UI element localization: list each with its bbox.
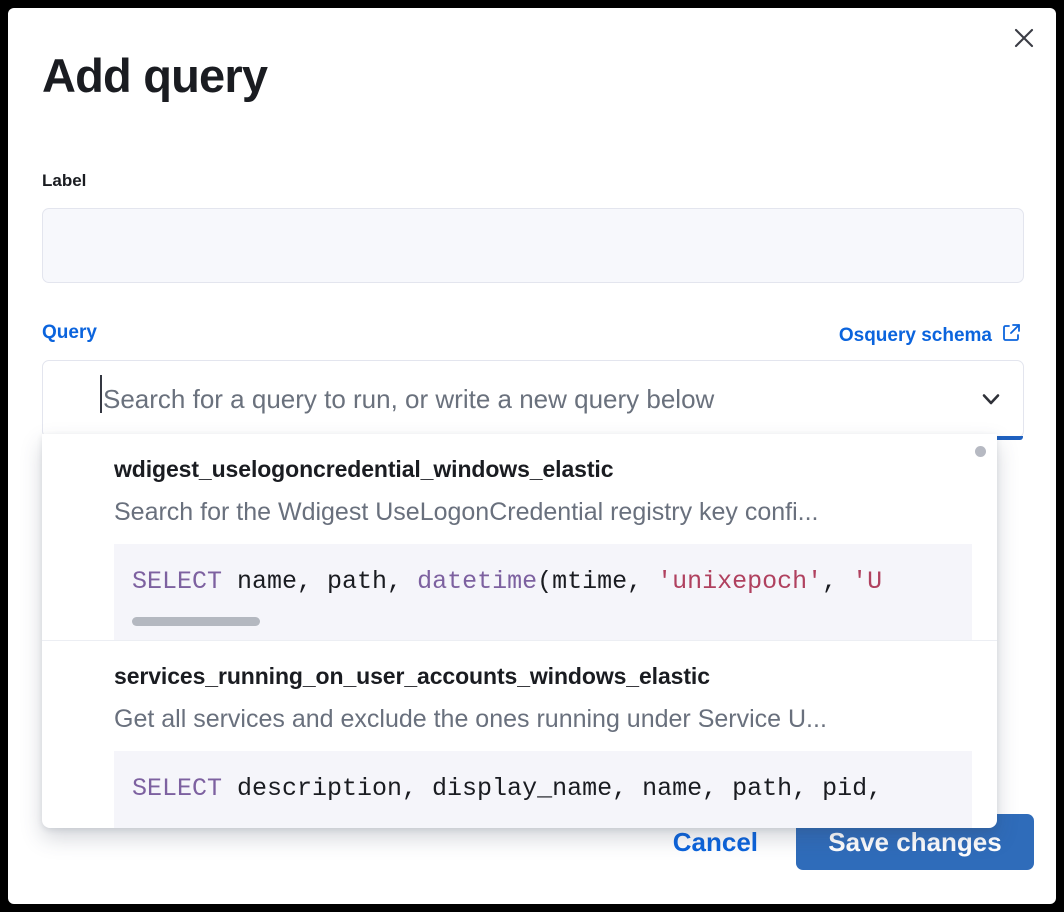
option-sql-code-text: SELECT name, path, datetime(mtime, 'unix… [132, 567, 883, 596]
external-link-icon [1001, 322, 1022, 349]
label-input[interactable] [42, 208, 1024, 283]
query-options-dropdown: wdigest_uselogoncredential_windows_elast… [42, 434, 997, 828]
option-title: wdigest_uselogoncredential_windows_elast… [114, 456, 614, 482]
dropdown-option[interactable]: wdigest_uselogoncredential_windows_elast… [42, 434, 997, 641]
label-field-label: Label [42, 171, 87, 190]
option-description: Get all services and exclude the ones ru… [114, 705, 827, 734]
cancel-button[interactable]: Cancel [663, 819, 768, 866]
add-query-modal: Add query Label Query Osquery schema [8, 8, 1056, 904]
dropdown-option-list: wdigest_uselogoncredential_windows_elast… [42, 434, 997, 828]
option-sql-code-text: SELECT description, display_name, name, … [132, 774, 883, 804]
query-combobox[interactable] [42, 360, 1024, 440]
option-description: Search for the Wdigest UseLogonCredentia… [114, 498, 819, 526]
page-title: Add query [42, 49, 268, 102]
chevron-down-button[interactable] [973, 382, 1009, 418]
option-sql-code-block[interactable]: SELECT name, path, datetime(mtime, 'unix… [114, 544, 972, 641]
code-horizontal-scrollbar-thumb[interactable] [132, 617, 260, 627]
chevron-down-icon [976, 384, 1006, 417]
dropdown-option[interactable]: services_running_on_user_accounts_window… [42, 640, 997, 828]
osquery-schema-link[interactable]: Osquery schema [839, 322, 1022, 349]
code-spacer [132, 805, 972, 821]
query-field-label: Query [42, 322, 97, 343]
dropdown-scrollbar-thumb[interactable] [975, 446, 986, 457]
close-icon [1011, 25, 1037, 51]
osquery-schema-link-label: Osquery schema [838, 324, 992, 346]
query-search-input[interactable] [61, 361, 961, 437]
option-sql-code-block[interactable]: SELECT description, display_name, name, … [114, 751, 972, 828]
close-button[interactable] [1006, 20, 1042, 56]
option-title: services_running_on_user_accounts_window… [114, 663, 710, 690]
